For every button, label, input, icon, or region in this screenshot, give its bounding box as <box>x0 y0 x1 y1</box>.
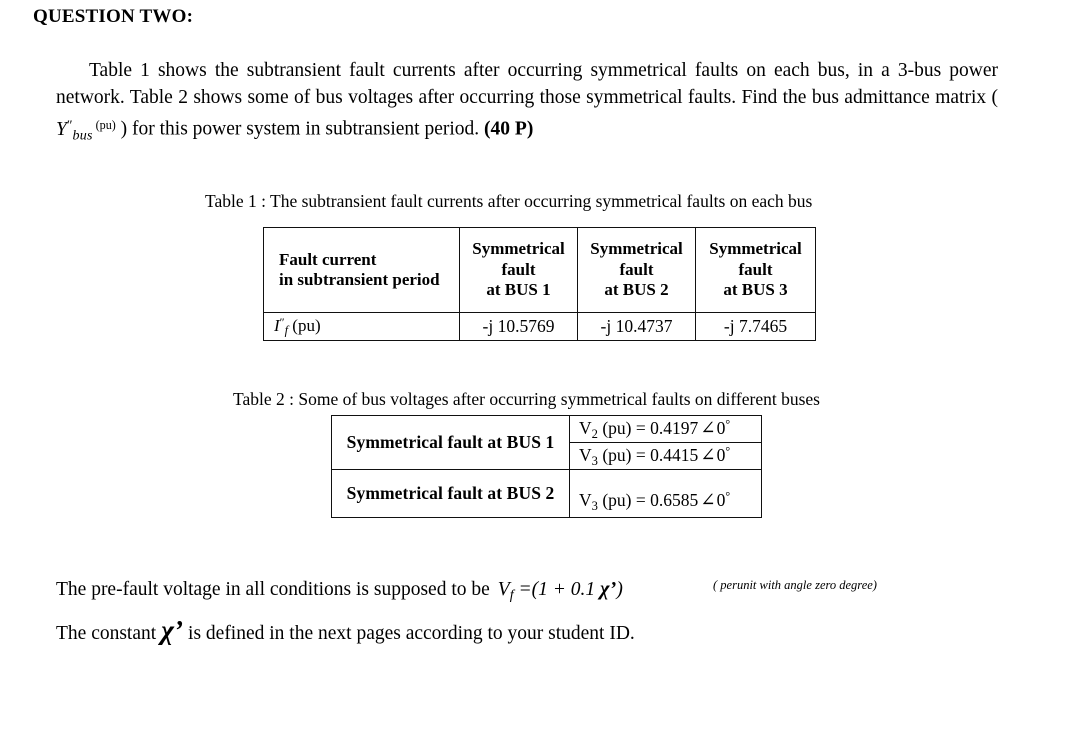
v-unit-2: (pu) = <box>602 444 651 465</box>
prefault-voltage-line: The pre-fault voltage in all conditions … <box>56 578 623 604</box>
bus-voltages-table: Symmetrical fault at BUS 1 V2 (pu) = 0.4… <box>331 415 762 518</box>
v-angle-3: 0 <box>716 490 726 511</box>
table1-value-bus1: -j 10.5769 <box>459 312 578 341</box>
table1-header-col2-line1: Symmetrical <box>472 239 565 259</box>
vf-close: ) <box>616 579 623 600</box>
perunit-note: ( perunit with angle zero degree) <box>713 578 877 592</box>
table1-header-col3-line3: at BUS 2 <box>604 280 669 300</box>
ybus-double-prime: ″ <box>66 117 73 132</box>
degree-icon-2: ° <box>725 443 731 458</box>
constant-text-part2: is defined in the next pages according t… <box>183 623 635 644</box>
table2-row-label-bus2: Symmetrical fault at BUS 2 <box>331 469 570 518</box>
prefault-text: The pre-fault voltage in all conditions … <box>56 579 490 600</box>
v-unit-3: (pu) = <box>602 490 651 511</box>
if-double-prime: ″ <box>279 314 285 329</box>
v-base-2: V <box>579 444 592 465</box>
page-title: QUESTION TWO: <box>33 6 194 27</box>
table1-row-label-cell: I″f (pu) <box>263 312 460 341</box>
table2-voltage-entry-3: V3 (pu) = 0.6585∠0° <box>569 469 762 518</box>
table1-value-bus2: -j 10.4737 <box>577 312 696 341</box>
angle-icon-3: ∠ <box>700 490 716 511</box>
intro-text-part1: Table 1 shows the subtransient fault cur… <box>56 60 998 108</box>
table1-header-col2-line2: fault <box>501 259 536 279</box>
v-magnitude-3: 0.6585 <box>650 490 699 511</box>
if-base: I <box>274 315 280 335</box>
v-subscript-1: 2 <box>591 426 598 441</box>
table1-header-col4-line2: fault <box>738 259 773 279</box>
ybus-symbol: Y″bus(pu) <box>56 117 116 144</box>
v-magnitude-1: 0.4197 <box>650 417 699 438</box>
vf-base: V <box>497 579 510 600</box>
intro-paragraph: Table 1 shows the subtransient fault cur… <box>56 57 998 149</box>
ybus-subscript: bus <box>72 127 93 144</box>
table1-header-col3-line1: Symmetrical <box>590 239 683 259</box>
table1-header-col1: Fault current in subtransient period <box>263 227 460 313</box>
degree-icon-3: ° <box>725 489 731 504</box>
table2-caption: Table 2 : Some of bus voltages after occ… <box>233 389 820 409</box>
constant-definition-line: The constant χ’ is defined in the next p… <box>56 616 635 645</box>
ybus-superscript-pu: (pu) <box>95 117 116 132</box>
v-base-1: V <box>579 417 592 438</box>
table1-header-col1-line1: Fault current <box>279 249 377 269</box>
table2-row-label-bus1: Symmetrical fault at BUS 1 <box>331 415 570 470</box>
table2-voltage-entry-2: V3 (pu) = 0.4415∠0° <box>569 442 762 470</box>
v-angle-2: 0 <box>716 444 726 465</box>
table-header-row: Fault current in subtransient period Sym… <box>263 227 816 313</box>
prefault-formula: Vf =(1 + 0.1 χ’) <box>497 578 623 604</box>
chi-symbol-formula: χ’ <box>600 578 617 600</box>
table1-header-col4-line3: at BUS 3 <box>723 280 788 300</box>
v-unit-1: (pu) = <box>602 417 651 438</box>
fault-current-table: Fault current in subtransient period Sym… <box>263 227 816 341</box>
if-subscript: f <box>284 323 289 338</box>
angle-icon-1: ∠ <box>700 417 716 438</box>
table2-container: Symmetrical fault at BUS 1 V2 (pu) = 0.4… <box>331 415 762 518</box>
table-row: I″f (pu) -j 10.5769 -j 10.4737 -j 7.7465 <box>263 312 816 341</box>
degree-icon-1: ° <box>725 416 731 431</box>
table2-voltage-entry-1: V2 (pu) = 0.4197∠0° <box>569 415 762 443</box>
v-subscript-3: 3 <box>591 499 598 513</box>
table1-header-col2-line3: at BUS 1 <box>486 280 551 300</box>
table1-caption: Table 1 : The subtransient fault current… <box>205 191 813 211</box>
table1-header-col2: Symmetrical fault at BUS 1 <box>459 227 578 313</box>
table1-value-bus3: -j 7.7465 <box>695 312 816 341</box>
table-row: V3 (pu) = 0.4415∠0° <box>332 442 762 470</box>
table1-header-col3-line2: fault <box>619 259 654 279</box>
vf-subscript: f <box>509 587 514 604</box>
table1-container: Fault current in subtransient period Sym… <box>263 227 816 341</box>
v-angle-1: 0 <box>716 417 726 438</box>
table1-header-col1-line2: in subtransient period <box>279 270 440 289</box>
v-base-3: V <box>579 490 592 511</box>
v-subscript-2: 3 <box>591 453 598 468</box>
vf-rest: =(1 + 0.1 <box>513 579 601 600</box>
table1-header-col4: Symmetrical fault at BUS 3 <box>695 227 816 313</box>
ybus-base: Y <box>56 118 67 140</box>
table-row: Symmetrical fault at BUS 2 V3 (pu) = 0.6… <box>331 469 762 518</box>
intro-text-part2: ) for this power system in subtransient … <box>115 118 485 140</box>
points-label: (40 P) <box>484 118 534 140</box>
table-row: Symmetrical fault at BUS 1 V2 (pu) = 0.4… <box>331 415 762 470</box>
table1-header-col4-line1: Symmetrical <box>709 239 802 259</box>
chi-symbol-constant: χ’ <box>161 614 184 645</box>
table1-header-col3: Symmetrical fault at BUS 2 <box>577 227 696 313</box>
v-magnitude-2: 0.4415 <box>650 444 699 465</box>
constant-text-part1: The constant <box>56 623 162 644</box>
if-unit: (pu) <box>292 315 321 335</box>
angle-icon-2: ∠ <box>700 444 716 465</box>
